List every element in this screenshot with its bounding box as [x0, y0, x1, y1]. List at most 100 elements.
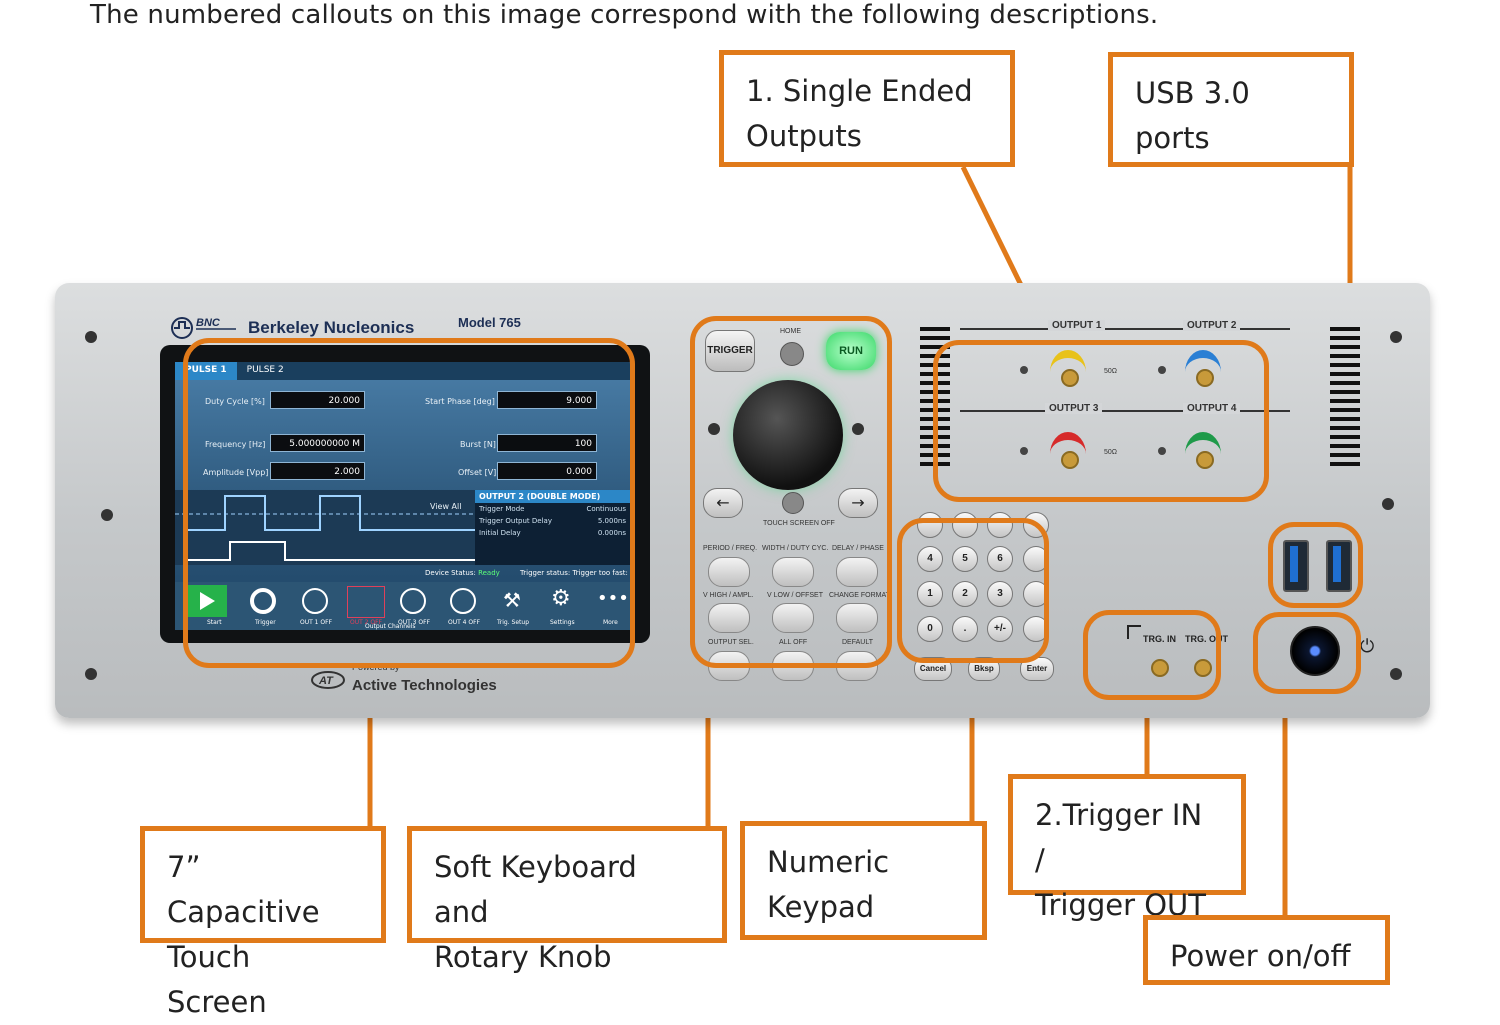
info-row-label: Trigger Mode [479, 505, 525, 513]
label-change-format: CHANGE FORMAT [829, 592, 890, 599]
trigger-icon[interactable] [250, 588, 276, 614]
arrow-right-icon: → [851, 493, 865, 512]
touch-screen-off-label: TOUCH SCREEN OFF [763, 520, 835, 527]
at-logo: AT [310, 670, 346, 690]
touch-screen[interactable]: PULSE 1 PULSE 2 Duty Cycle [%] 20.000 St… [175, 362, 630, 630]
field-frequency[interactable]: 5.000000000 M [270, 434, 365, 452]
partner-name: Active Technologies [352, 677, 497, 694]
field-offset[interactable]: 0.000 [497, 462, 597, 480]
label-start: Start [207, 619, 222, 626]
right-arrow-button[interactable]: → [838, 488, 878, 518]
label-out4: OUT 4 OFF [448, 619, 481, 626]
more-icon[interactable]: ••• [597, 588, 629, 609]
info-row-value: 5.000ns [597, 517, 626, 525]
trg-in-label: TRG. IN [1143, 634, 1176, 644]
field-phase[interactable]: 9.000 [497, 391, 597, 409]
out3-icon[interactable] [400, 588, 426, 614]
output-2-connector[interactable] [1185, 350, 1221, 394]
callout-line: Outputs [746, 118, 862, 153]
home-label: HOME [780, 328, 801, 335]
out2-icon[interactable] [347, 586, 385, 618]
waveform-plot [175, 490, 475, 565]
label-settings: Settings [550, 619, 575, 626]
model-name: Model 765 [458, 315, 521, 330]
callout-soft-keyboard: Soft Keyboard and Rotary Knob [407, 826, 727, 974]
key-6[interactable]: 6 [987, 546, 1013, 572]
field-burst[interactable]: 100 [497, 434, 597, 452]
field-duty[interactable]: 20.000 [270, 391, 365, 409]
label-default: DEFAULT [842, 639, 873, 646]
label-more: More [603, 619, 618, 626]
key-2[interactable]: 2 [952, 581, 978, 607]
highlight-usb [1268, 522, 1363, 608]
screw [85, 668, 97, 680]
key-4[interactable]: 4 [917, 546, 943, 572]
label-all-off: ALL OFF [779, 639, 808, 646]
vlow-offset-button[interactable] [772, 603, 814, 633]
info-row: Initial Delay 0.000ns [475, 527, 630, 539]
key-5[interactable]: 5 [952, 546, 978, 572]
bnc-logo: BNC [170, 315, 240, 341]
view-all-label[interactable]: View All [430, 502, 462, 511]
settings-icon[interactable]: ⚙ [551, 586, 571, 611]
trigger-fast-label: Trigger too fast: [572, 569, 628, 577]
highlight-outputs [933, 340, 1269, 502]
callout-line: Numeric [767, 845, 890, 879]
vhigh-ampl-button[interactable] [708, 603, 750, 633]
key-8[interactable] [952, 512, 978, 538]
label-out2: OUT 2 OFF [350, 619, 383, 626]
label-out1: OUT 1 OFF [300, 619, 333, 626]
output-1-label: OUTPUT 1 [1048, 320, 1106, 331]
bnc-logo-text: BNC [196, 317, 221, 329]
key-9[interactable] [987, 512, 1013, 538]
delay-phase-button[interactable] [836, 557, 878, 587]
left-arrow-button[interactable]: ← [703, 488, 743, 518]
rotary-knob[interactable] [733, 380, 843, 490]
screw [1382, 498, 1394, 510]
highlight-keypad [897, 518, 1049, 663]
output-info-title: OUTPUT 2 (DOUBLE MODE) [475, 490, 630, 503]
key-dot[interactable]: . [952, 616, 978, 642]
touch-screen-off-button[interactable] [782, 492, 804, 514]
trg-in-connector[interactable] [1140, 648, 1176, 684]
output-4-connector[interactable] [1185, 432, 1221, 476]
info-row: Trigger Output Delay 5.000ns [475, 515, 630, 527]
power-button[interactable] [1290, 626, 1340, 676]
key-3[interactable]: 3 [987, 581, 1013, 607]
bracket [1127, 625, 1141, 639]
highlight-soft-keyboard [690, 316, 892, 668]
output-3-led [1020, 447, 1028, 455]
out1-icon[interactable] [302, 588, 328, 614]
tab-pulse-1[interactable]: PULSE 1 [175, 362, 237, 380]
callout-trigger: 2.Trigger IN / Trigger OUT [1008, 774, 1246, 922]
screw [708, 423, 720, 435]
arrow-left-icon: ← [716, 493, 730, 512]
output-3-impedance: 50Ω [1104, 449, 1118, 456]
start-button[interactable] [185, 585, 227, 617]
key-1[interactable]: 1 [917, 581, 943, 607]
output-3-connector[interactable] [1050, 432, 1086, 476]
label-vhigh: V HIGH / AMPL. [703, 592, 754, 599]
callout-line: 2.Trigger IN / [1035, 798, 1203, 877]
change-format-button[interactable] [836, 603, 878, 633]
callout-line: Soft Keyboard and [434, 850, 637, 929]
callout-line: USB 3.0 ports [1135, 76, 1250, 155]
field-amplitude[interactable]: 2.000 [270, 462, 365, 480]
tab-pulse-2[interactable]: PULSE 2 [246, 365, 284, 375]
output-3-label: OUTPUT 3 [1045, 403, 1103, 414]
callout-usb-ports: USB 3.0 ports [1108, 52, 1354, 167]
period-freq-button[interactable] [708, 557, 750, 587]
info-row: Trigger Mode Continuous [475, 503, 630, 515]
trig-setup-icon[interactable]: ⚒ [503, 588, 521, 612]
key-plus-minus[interactable]: +/- [987, 616, 1013, 642]
output-1-connector[interactable] [1050, 350, 1086, 394]
callout-single-ended-outputs: 1. Single Ended Outputs [719, 50, 1015, 167]
home-button[interactable] [780, 342, 804, 366]
screen-tabbar: PULSE 1 PULSE 2 [175, 362, 630, 380]
info-row-label: Trigger Output Delay [479, 517, 552, 525]
info-row-label: Initial Delay [479, 529, 521, 537]
out4-icon[interactable] [450, 588, 476, 614]
highlight-touch-screen [183, 338, 635, 668]
device-status-label: Device Status: [425, 569, 476, 577]
width-duty-button[interactable] [772, 557, 814, 587]
